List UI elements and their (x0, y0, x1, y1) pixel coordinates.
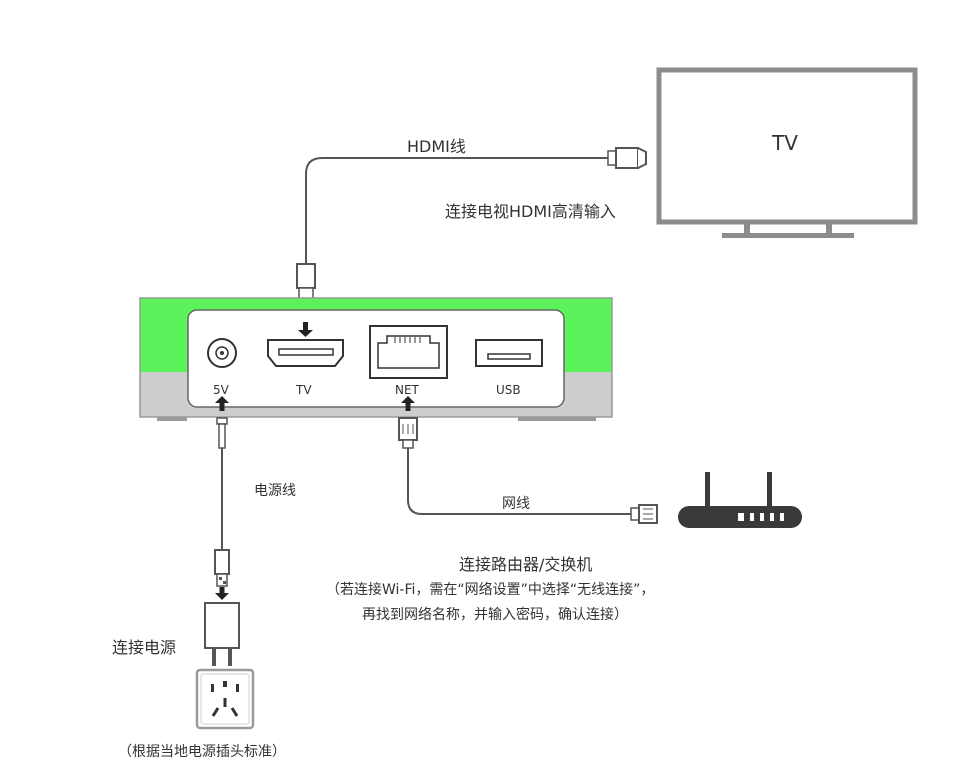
router-icon (678, 472, 802, 528)
port-label-usb: USB (496, 383, 521, 397)
port-label-tv: TV (296, 383, 312, 397)
network-cable (398, 417, 658, 524)
port-label-5v: 5V (213, 383, 229, 397)
wall-socket-icon (195, 668, 255, 730)
tv-illustration (656, 67, 918, 238)
down-arrow-icon (215, 587, 229, 600)
hdmi-port-icon (267, 339, 344, 367)
wifi-note-line1: （若连接Wi-Fi，需在“网络设置”中选择“无线连接”， (326, 582, 655, 598)
power-cable (214, 417, 230, 587)
up-arrow-icon (401, 396, 415, 411)
tv-label: TV (772, 131, 798, 155)
hdmi-cable (296, 147, 647, 302)
router-connect-label: 连接路由器/交换机 (459, 555, 593, 574)
ethernet-port-icon (369, 325, 448, 379)
power-cable-label: 电源线 (254, 483, 296, 499)
power-adapter-icon (204, 602, 240, 666)
network-cable-label: 网线 (502, 496, 530, 512)
port-label-net: NET (395, 383, 419, 397)
dc-power-port-icon (207, 338, 237, 368)
usb-port-icon (475, 339, 543, 367)
hdmi-connect-label: 连接电视HDMI高清输入 (445, 202, 616, 221)
power-connect-label: 连接电源 (112, 638, 177, 657)
plug-standard-note: （根据当地电源插头标准） (118, 744, 286, 760)
up-arrow-icon (215, 396, 229, 411)
down-arrow-icon (298, 322, 313, 337)
hdmi-cable-label: HDMI线 (407, 137, 466, 156)
wifi-note-line2: 再找到网络名称，并输入密码，确认连接） (362, 607, 628, 623)
